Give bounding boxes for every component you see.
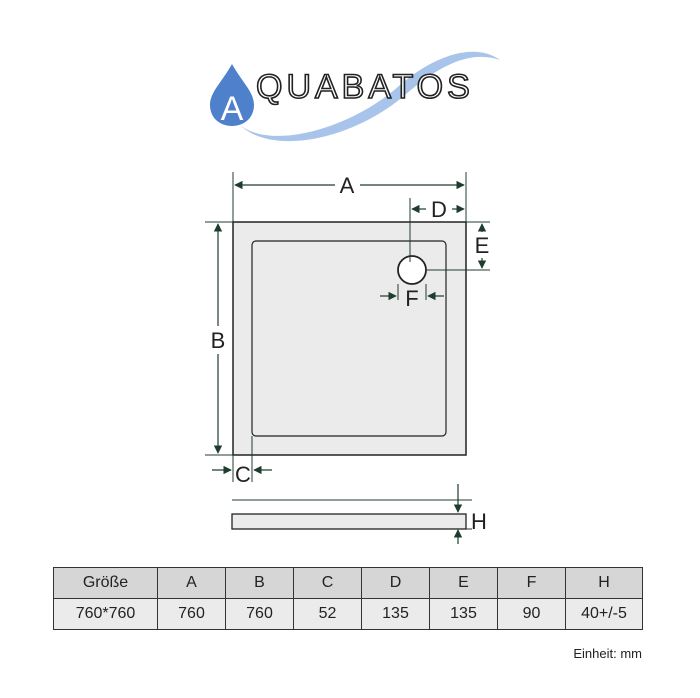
table-header-row: Größe A B C D E F H [53, 567, 643, 599]
brand-name: QUABATOS [256, 68, 474, 106]
header-cell: E [429, 567, 498, 599]
header-cell: H [565, 567, 643, 599]
value-cell: 760 [225, 598, 294, 630]
tray-diagram: A D E F B C H [205, 172, 490, 544]
header-cell: B [225, 567, 294, 599]
value-cell: 135 [429, 598, 498, 630]
label-e: E [475, 233, 490, 258]
header-cell: D [361, 567, 430, 599]
aquabatos-logo: A QUABATOS [210, 51, 500, 142]
label-c: C [235, 462, 251, 487]
value-cell: 760 [157, 598, 226, 630]
value-cell: 52 [293, 598, 362, 630]
water-drop-icon [210, 64, 254, 126]
drain-circle [397, 255, 427, 285]
header-cell: F [497, 567, 566, 599]
value-cell: 760*760 [53, 598, 158, 630]
header-cell: Größe [53, 567, 158, 599]
label-h: H [471, 509, 487, 534]
header-cell: C [293, 567, 362, 599]
tray-side-profile [231, 513, 467, 530]
label-b: B [211, 328, 226, 353]
label-f: F [405, 286, 418, 311]
dimension-table: Größe A B C D E F H 760*760 760 760 52 1… [53, 567, 643, 630]
value-cell: 40+/-5 [565, 598, 643, 630]
header-cell: A [157, 567, 226, 599]
unit-note: Einheit: mm [573, 646, 642, 661]
brand-initial: A [221, 90, 244, 128]
value-cell: 90 [497, 598, 566, 630]
value-cell: 135 [361, 598, 430, 630]
label-a: A [340, 173, 355, 198]
table-row: 760*760 760 760 52 135 135 90 40+/-5 [53, 598, 643, 630]
label-d: D [431, 197, 447, 222]
